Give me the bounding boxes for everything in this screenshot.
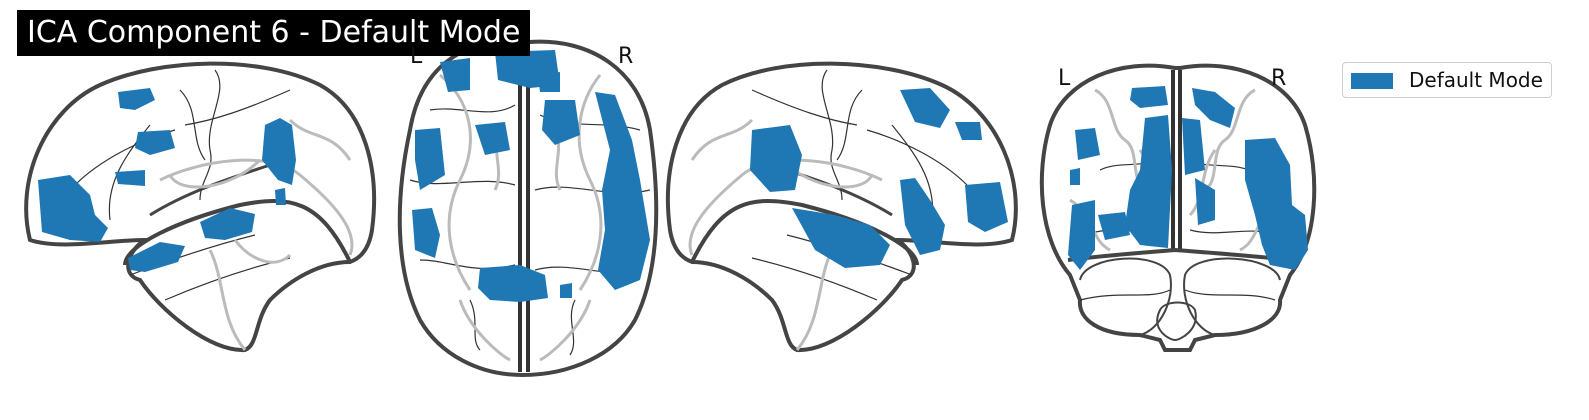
coronal-outline — [1039, 63, 1317, 352]
blob — [275, 188, 286, 205]
blob — [1068, 200, 1095, 270]
blob — [128, 242, 185, 272]
legend-swatch — [1351, 73, 1393, 89]
blob — [965, 182, 1008, 232]
blob — [262, 118, 296, 185]
axial-activation — [412, 50, 650, 302]
blob — [1245, 138, 1308, 270]
coronal-right-label: R — [1271, 66, 1287, 91]
blob — [1192, 88, 1235, 128]
sagittal-left-cortex-contours — [159, 118, 354, 351]
blob — [415, 128, 445, 190]
sagittal-right-temporal — [690, 198, 919, 266]
figure-title: ICA Component 6 - Default Mode — [17, 10, 531, 56]
blob — [900, 178, 945, 255]
axial-left-label: L — [410, 44, 423, 69]
coronal-activation — [1068, 86, 1308, 270]
blob — [538, 72, 560, 92]
blob — [1070, 168, 1080, 185]
blob — [542, 100, 580, 145]
blob — [1195, 178, 1215, 225]
blob — [1125, 115, 1172, 248]
sagittal-right-activation — [750, 88, 1008, 268]
blob — [900, 88, 950, 128]
coronal-left-label: L — [1058, 66, 1071, 91]
blob — [475, 122, 510, 155]
sagittal-left-temporal — [123, 198, 352, 266]
blob — [38, 175, 108, 242]
sagittal-left-activation — [38, 88, 296, 272]
blob — [118, 88, 155, 110]
blob — [1075, 128, 1100, 160]
coronal-view — [1039, 63, 1317, 352]
blob — [1182, 118, 1205, 175]
legend: Default Mode — [1342, 62, 1552, 98]
blob — [200, 208, 255, 240]
axial-view — [397, 39, 659, 378]
blob — [1130, 86, 1168, 108]
blob — [750, 125, 802, 192]
blob — [595, 92, 650, 290]
blob — [792, 208, 890, 268]
axial-outline — [397, 39, 659, 378]
legend-label: Default Mode — [1409, 68, 1543, 92]
axial-cortex-contours — [439, 73, 603, 362]
blob — [1098, 212, 1130, 240]
blob — [412, 208, 440, 258]
blob — [955, 122, 982, 140]
blob — [135, 130, 175, 155]
axial-right-label: R — [618, 44, 634, 69]
blob — [115, 170, 145, 186]
sagittal-right-outline — [666, 61, 1018, 353]
blob — [440, 58, 470, 92]
sagittal-right-view — [666, 61, 1018, 353]
blob — [478, 265, 548, 302]
blob — [560, 283, 572, 298]
sagittal-left-view — [24, 61, 376, 353]
